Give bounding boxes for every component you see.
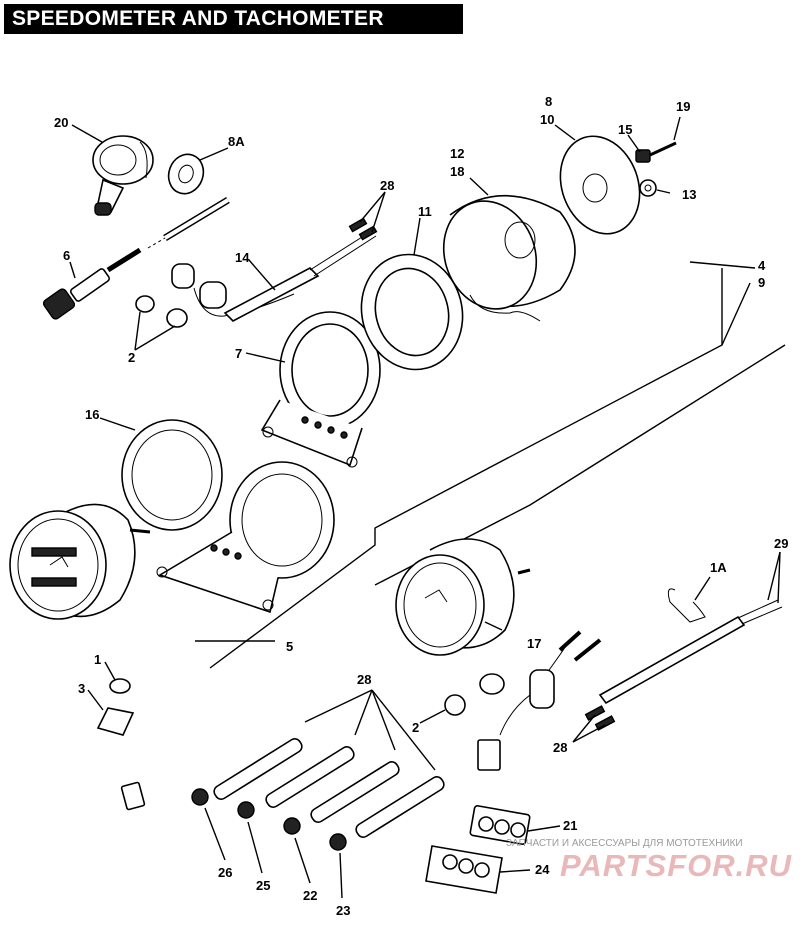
small-bracket — [120, 781, 146, 811]
label-10: 10 — [540, 112, 554, 127]
label-25: 25 — [256, 878, 270, 893]
part-8-mounting-plate — [559, 135, 641, 235]
label-7: 7 — [235, 346, 242, 361]
part-13-nut — [639, 179, 657, 197]
part-16-gasket — [121, 419, 223, 531]
part-6-cable-fitting — [42, 247, 142, 320]
label-2-upper: 2 — [128, 350, 135, 365]
label-15: 15 — [618, 122, 632, 137]
label-8: 8 — [545, 94, 552, 109]
label-23: 23 — [336, 903, 350, 918]
part-11-bezel-ring — [360, 253, 464, 371]
label-16: 16 — [85, 407, 99, 422]
label-18: 18 — [450, 164, 464, 179]
label-8a: 8A — [228, 134, 245, 149]
leader-lines — [69, 116, 781, 899]
part-23-socket-lead — [329, 776, 445, 851]
part-24-lens-panel — [425, 845, 503, 894]
part-14-wire-harness — [223, 217, 378, 322]
label-17: 17 — [527, 636, 541, 651]
label-2-lower: 2 — [412, 720, 419, 735]
label-22: 22 — [303, 888, 317, 903]
label-4: 4 — [758, 258, 766, 273]
drive-shaft — [147, 197, 230, 249]
label-6: 6 — [63, 248, 70, 263]
part-20-drive-housing — [92, 135, 154, 216]
label-28-lower: 28 — [357, 672, 371, 687]
label-1: 1 — [94, 652, 101, 667]
label-12: 12 — [450, 146, 464, 161]
tachometer-wiring — [444, 630, 602, 771]
part-22-socket-lead — [283, 761, 400, 835]
diagram-title: SPEEDOMETER AND TACHOMETER — [12, 7, 384, 30]
label-29: 29 — [774, 536, 788, 551]
label-24: 24 — [535, 862, 550, 877]
label-9: 9 — [758, 275, 765, 290]
label-21: 21 — [563, 818, 577, 833]
label-11: 11 — [418, 204, 432, 219]
part-29-wire-assembly — [584, 599, 783, 731]
part-26-socket-lead — [191, 738, 303, 806]
part-21-lens-panel — [469, 805, 531, 845]
label-14: 14 — [235, 250, 250, 265]
part-25-socket-lead — [237, 746, 355, 819]
part-2-bulb-sockets-upper — [135, 263, 295, 328]
part-labels: 20 8A 6 2 14 28 7 11 12 18 8 10 15 19 13… — [54, 94, 788, 918]
part-12-gauge-cup — [442, 194, 576, 322]
label-20: 20 — [54, 115, 68, 130]
part-17-tachometer — [395, 538, 531, 656]
label-1a: 1A — [710, 560, 727, 575]
title-bar: SPEEDOMETER AND TACHOMETER — [4, 4, 463, 34]
part-7-mounting-bracket — [260, 311, 381, 468]
label-28-right: 28 — [553, 740, 567, 755]
part-8a-washer — [167, 153, 205, 195]
label-13: 13 — [682, 187, 696, 202]
part-3-socket — [96, 707, 135, 736]
label-28-upper: 28 — [380, 178, 394, 193]
watermark: ЗАПЧАСТИ И АКСЕССУАРЫ ДЛЯ МОТОТЕХНИКИ PA… — [506, 838, 793, 883]
part-1a-clip — [667, 588, 706, 623]
watermark-caption: ЗАПЧАСТИ И АКСЕССУАРЫ ДЛЯ МОТОТЕХНИКИ — [506, 838, 743, 849]
label-19: 19 — [676, 99, 690, 114]
part-15-screw — [635, 141, 677, 163]
speedometer-gauge — [9, 503, 151, 620]
label-5: 5 — [286, 639, 293, 654]
watermark-logo: PARTSFOR.RU — [560, 848, 793, 883]
label-3: 3 — [78, 681, 85, 696]
part-1-grommet — [109, 678, 131, 694]
label-26: 26 — [218, 865, 232, 880]
part-5-mounting-bracket — [156, 461, 335, 614]
